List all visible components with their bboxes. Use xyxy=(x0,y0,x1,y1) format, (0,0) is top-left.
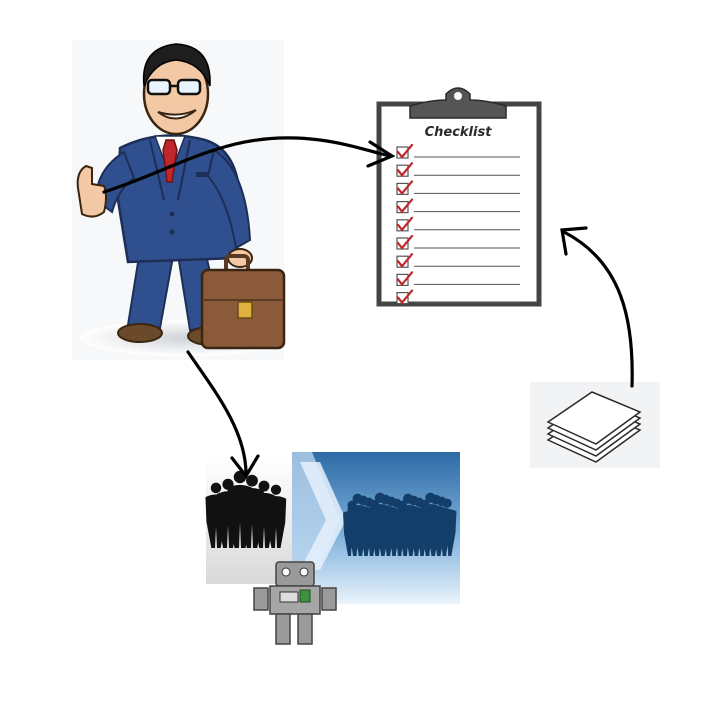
arrowhead-team xyxy=(230,454,260,479)
checklist-title: Checklist xyxy=(425,125,493,140)
team-person-head xyxy=(246,474,258,487)
clipboard-checklist-icon: Checklist xyxy=(376,87,542,307)
arrow-papers-to-checklist xyxy=(562,230,634,388)
crowd-silhouettes-icon xyxy=(292,452,460,604)
checkmark-icon xyxy=(396,253,414,268)
checkmark-icon xyxy=(396,234,414,250)
checkmark-icon xyxy=(396,143,414,159)
robot-icon xyxy=(253,561,337,645)
team-person-head xyxy=(258,480,270,492)
team-person-head xyxy=(210,482,222,494)
checklist-items xyxy=(396,143,520,305)
arrow-businessman-to-team xyxy=(186,350,248,476)
checkmark-icon xyxy=(396,271,414,287)
checkmark-icon xyxy=(396,198,414,214)
briefcase-icon xyxy=(200,254,286,350)
team-person-head xyxy=(270,484,282,495)
crowd-person-head xyxy=(442,498,452,508)
checkmark-icon xyxy=(396,216,414,232)
checkmark-icon xyxy=(396,162,414,177)
arrowhead-checklist xyxy=(366,140,396,168)
checkmark-icon xyxy=(396,180,414,196)
crowd-person-body xyxy=(437,509,457,556)
arrowhead-checklist-right xyxy=(560,226,588,256)
team-person-body xyxy=(265,496,287,548)
arrow-businessman-to-checklist xyxy=(102,136,392,194)
checkmark-icon xyxy=(396,289,414,305)
team-silhouettes-icon xyxy=(205,456,292,584)
businessman-thumbs-up-icon xyxy=(72,40,290,360)
paper-stack-icon xyxy=(530,382,660,468)
